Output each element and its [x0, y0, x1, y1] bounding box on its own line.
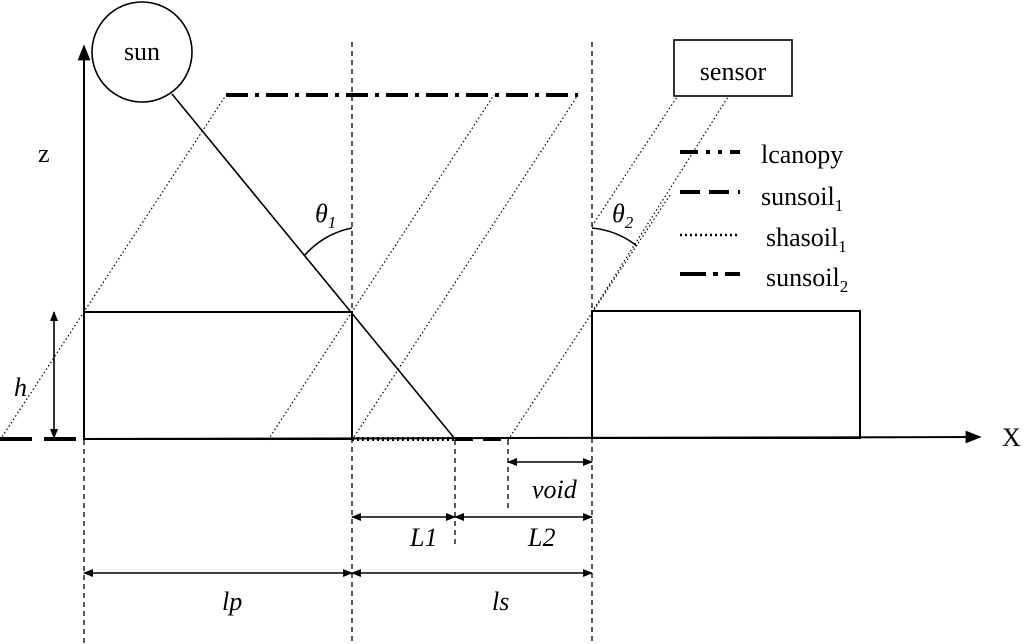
ls-label: ls	[492, 587, 509, 616]
lp-label: lp	[222, 587, 242, 616]
dimension-arrows	[50, 311, 593, 577]
theta1-label: θ1	[315, 199, 336, 232]
theta2-label: θ2	[612, 199, 634, 232]
sun-ray	[171, 93, 456, 440]
theta2-arc	[591, 227, 638, 247]
L2-label: L2	[527, 523, 555, 552]
h-label: h	[14, 373, 27, 402]
view-ray	[267, 94, 495, 441]
sun-circle	[91, 1, 193, 103]
sensor-box	[673, 39, 793, 97]
legend: lcanopy sunsoil1 shasoil1 sunsoil2	[680, 140, 848, 296]
theta1-arc	[303, 227, 353, 257]
legend-label-sunsoil2: sunsoil2	[766, 263, 848, 296]
view-ray	[351, 94, 579, 441]
sun-label: sun	[124, 37, 160, 66]
x-axis-label: X	[1002, 423, 1021, 452]
sensor-label: sensor	[700, 57, 767, 86]
void-label: void	[532, 475, 578, 504]
z-axis-label: z	[38, 139, 50, 168]
view-ray	[507, 194, 671, 441]
reference-lines	[83, 42, 593, 644]
canopy-right	[591, 310, 861, 439]
axes: z X	[38, 44, 1021, 452]
view-ray	[591, 96, 678, 227]
canopy-left	[83, 311, 353, 440]
sun: sun	[91, 1, 193, 103]
legend-label-sunsoil1: sunsoil1	[761, 182, 843, 215]
legend-label-lcanopy: lcanopy	[761, 140, 843, 169]
view-ray	[591, 96, 729, 313]
legend-label-shasoil1: shasoil1	[766, 223, 847, 256]
view-ray	[0, 94, 227, 441]
sensor: sensor	[673, 39, 793, 97]
view-rays	[0, 94, 729, 441]
L1-label: L1	[409, 523, 437, 552]
